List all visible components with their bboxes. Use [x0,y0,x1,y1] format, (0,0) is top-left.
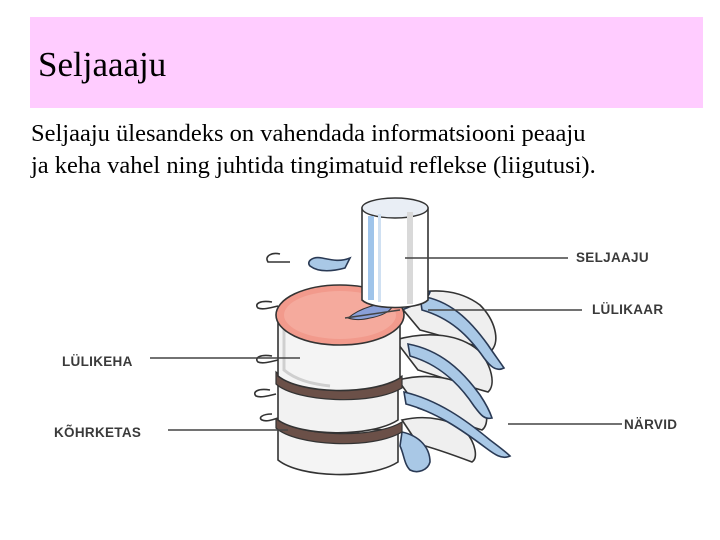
nerves [307,256,512,473]
label-lulikeha: LÜLIKEHA [62,354,133,369]
left-processes [254,252,290,422]
title-bar: Seljaaaju [30,17,703,108]
body-line-2: ja keha vahel ning juhtida tingimatuid r… [31,152,596,179]
body-line-1: Seljaaju ülesandeks on vahendada informa… [31,120,586,147]
vertebral-body-stack [275,284,405,476]
label-lulikaar: LÜLIKAAR [592,302,663,317]
slide-title: Seljaaaju [38,45,167,84]
label-narvid: NÄRVID [624,417,677,432]
leader-lulikaar-cord [344,309,401,319]
label-seljaaju: SELJAAJU [576,250,649,265]
spinal-cord [361,197,429,309]
leader-lines [150,257,622,431]
slide-body-text: Seljaaju ülesandeks on vahendada informa… [31,118,711,182]
label-kohrketas: KÕHRKETAS [54,425,141,440]
